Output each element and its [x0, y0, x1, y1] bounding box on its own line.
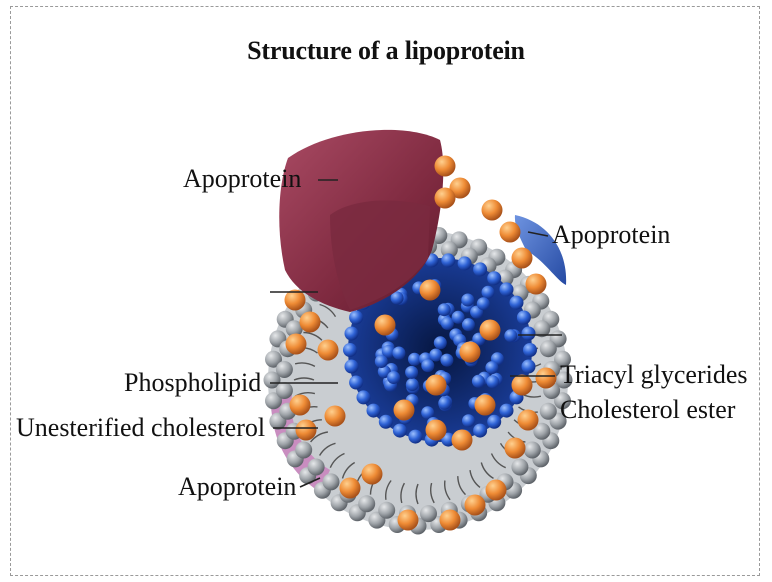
- inner-head: [393, 424, 407, 438]
- cholesterol-sphere: [512, 375, 533, 396]
- phospholipid-head: [540, 340, 557, 357]
- inner-head: [487, 415, 501, 429]
- phospholipid-head: [378, 502, 395, 519]
- phospholipid-head: [524, 442, 541, 459]
- cholesterol-sphere: [318, 340, 339, 361]
- phospholipid-head: [308, 459, 325, 476]
- cholesterol-sphere: [518, 410, 539, 431]
- inner-head: [510, 296, 524, 310]
- core-sphere: [482, 286, 495, 299]
- cholesterol-sphere: [536, 368, 557, 389]
- label-apoprotein-top: Apoprotein: [183, 166, 301, 192]
- core-sphere: [452, 311, 465, 324]
- cholesterol-sphere: [394, 400, 415, 421]
- core-sphere: [504, 329, 517, 342]
- cholesterol-sphere: [465, 495, 486, 516]
- core-sphere: [375, 355, 388, 368]
- inner-head: [357, 390, 371, 404]
- core-sphere: [440, 354, 453, 367]
- label-apoprotein-bottom: Apoprotein: [178, 474, 296, 500]
- cholesterol-sphere: [290, 395, 311, 416]
- inner-head: [349, 376, 363, 390]
- cholesterol-sphere: [426, 420, 447, 441]
- core-sphere: [434, 336, 447, 349]
- cholesterol-sphere: [505, 438, 526, 459]
- cholesterol-sphere: [526, 274, 547, 295]
- core-sphere: [462, 414, 475, 427]
- inner-head: [517, 311, 531, 325]
- inner-head: [349, 311, 363, 325]
- core-sphere: [472, 375, 485, 388]
- cholesterol-sphere: [398, 510, 419, 531]
- core-sphere: [387, 371, 400, 384]
- core-sphere: [438, 303, 451, 316]
- cholesterol-sphere: [435, 156, 456, 177]
- cholesterol-sphere: [482, 200, 503, 221]
- core-sphere: [477, 297, 490, 310]
- inner-head: [458, 256, 472, 270]
- cholesterol-sphere: [475, 395, 496, 416]
- inner-head: [500, 282, 514, 296]
- inner-head: [473, 262, 487, 276]
- cholesterol-sphere: [512, 248, 533, 269]
- inner-head: [522, 327, 536, 341]
- cholesterol-sphere: [340, 478, 361, 499]
- inner-head: [345, 360, 359, 374]
- core-sphere: [438, 397, 451, 410]
- label-phospholipid: Phospholipid: [124, 370, 261, 396]
- inner-head: [487, 271, 501, 285]
- cholesterol-sphere: [325, 406, 346, 427]
- inner-head: [473, 424, 487, 438]
- phospholipid-head: [511, 459, 528, 476]
- inner-head: [522, 360, 536, 374]
- inner-head: [441, 253, 455, 267]
- core-sphere: [392, 347, 405, 360]
- inner-head: [408, 430, 422, 444]
- core-sphere: [406, 378, 419, 391]
- cholesterol-sphere: [460, 342, 481, 363]
- phospholipid-head: [323, 473, 340, 490]
- cholesterol-sphere: [362, 464, 383, 485]
- cholesterol-sphere: [440, 510, 461, 531]
- label-triacyl-glycerides: Triacyl glycerides: [560, 362, 748, 388]
- inner-head: [345, 327, 359, 341]
- core-sphere: [486, 375, 499, 388]
- phospholipid-head: [295, 442, 312, 459]
- phospholipid-head: [358, 495, 375, 512]
- cholesterol-sphere: [452, 430, 473, 451]
- core-sphere: [485, 361, 498, 374]
- phospholipid-head: [276, 361, 293, 378]
- cholesterol-sphere: [300, 312, 321, 333]
- cholesterol-sphere: [426, 375, 447, 396]
- inner-head: [343, 343, 357, 357]
- label-apoprotein-right: Apoprotein: [552, 222, 670, 248]
- phospholipid-head: [276, 382, 293, 399]
- core-sphere: [461, 294, 474, 307]
- phospholipid-head: [540, 403, 557, 420]
- cholesterol-sphere: [500, 222, 521, 243]
- cholesterol-sphere: [480, 320, 501, 341]
- core-sphere: [421, 359, 434, 372]
- inner-head: [500, 404, 514, 418]
- core-sphere: [429, 349, 442, 362]
- inner-head: [523, 343, 537, 357]
- cholesterol-sphere: [420, 280, 441, 301]
- cholesterol-sphere: [486, 480, 507, 501]
- label-cholesterol-ester: Cholesterol ester: [560, 397, 735, 423]
- phospholipid-head: [420, 505, 437, 522]
- cholesterol-sphere: [375, 315, 396, 336]
- cholesterol-sphere: [296, 420, 317, 441]
- cholesterol-sphere: [435, 188, 456, 209]
- cholesterol-sphere: [286, 334, 307, 355]
- inner-head: [379, 415, 393, 429]
- core-sphere: [405, 366, 418, 379]
- label-unesterified-cholesterol: Unesterified cholesterol: [16, 415, 265, 441]
- inner-head: [367, 404, 381, 418]
